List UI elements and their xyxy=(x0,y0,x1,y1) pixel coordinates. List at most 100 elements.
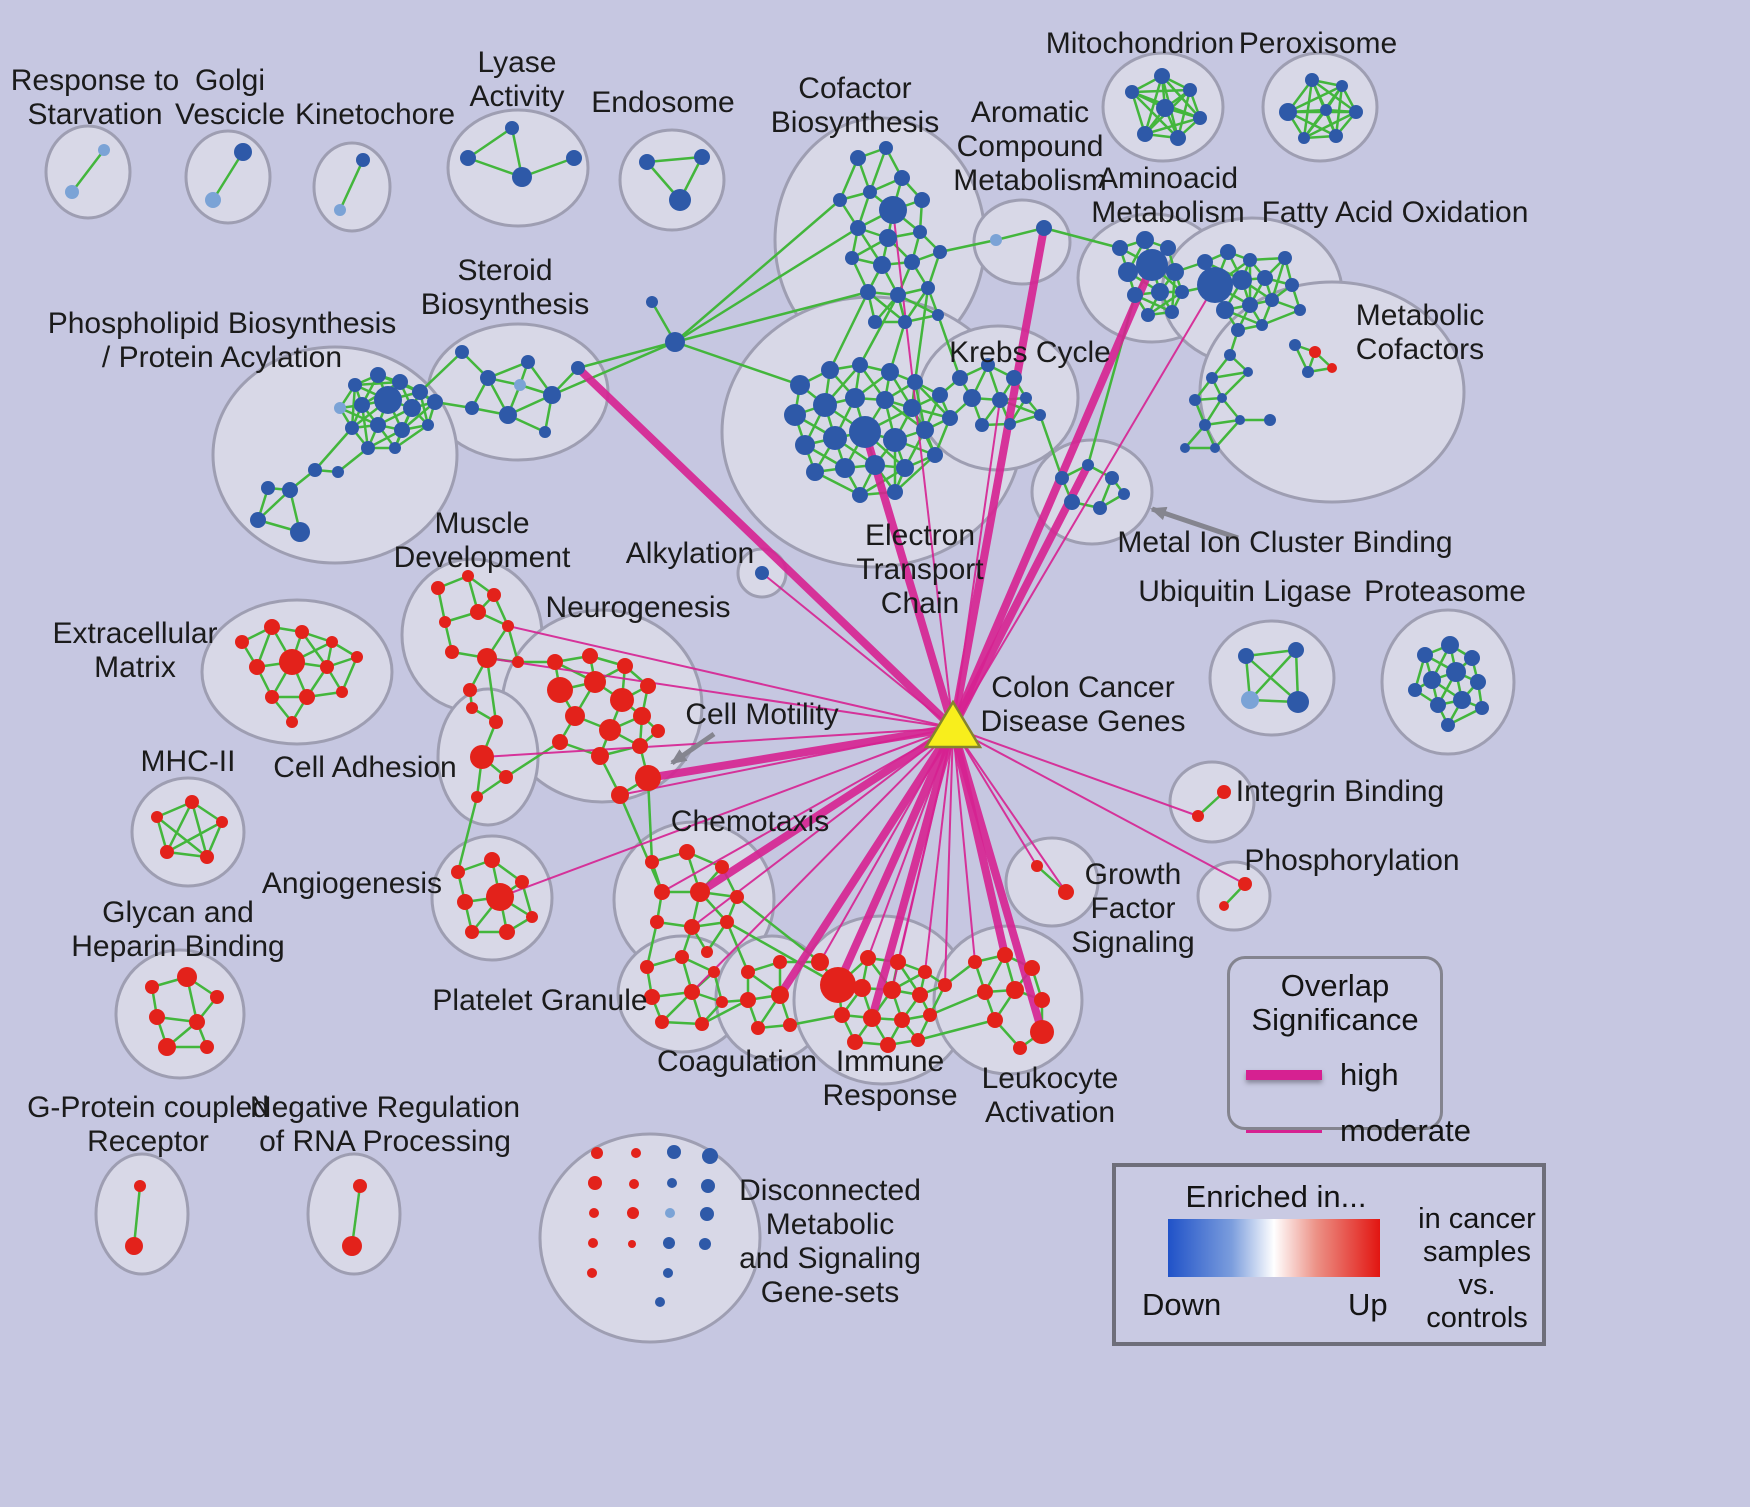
gene-set-node[interactable] xyxy=(439,616,451,628)
gene-set-node[interactable] xyxy=(868,315,882,329)
gene-set-node[interactable] xyxy=(845,251,859,265)
gene-set-node[interactable] xyxy=(611,786,629,804)
gene-set-node[interactable] xyxy=(1105,471,1119,485)
gene-set-node[interactable] xyxy=(526,911,538,923)
gene-set-node[interactable] xyxy=(639,154,655,170)
gene-set-node[interactable] xyxy=(852,487,868,503)
gene-set-node[interactable] xyxy=(1256,319,1268,331)
gene-set-node[interactable] xyxy=(591,1147,603,1159)
gene-set-node[interactable] xyxy=(394,422,410,438)
gene-set-node[interactable] xyxy=(813,393,837,417)
gene-set-node[interactable] xyxy=(850,220,866,236)
gene-set-node[interactable] xyxy=(1020,392,1032,404)
gene-set-node[interactable] xyxy=(351,651,363,663)
gene-set-node[interactable] xyxy=(1220,244,1236,260)
gene-set-node[interactable] xyxy=(539,426,551,438)
gene-set-node[interactable] xyxy=(633,707,651,725)
gene-set-node[interactable] xyxy=(663,1237,675,1249)
gene-set-node[interactable] xyxy=(1217,785,1231,799)
gene-set-node[interactable] xyxy=(515,875,529,889)
gene-set-node[interactable] xyxy=(1430,697,1446,713)
gene-set-node[interactable] xyxy=(345,421,359,435)
gene-set-node[interactable] xyxy=(403,399,421,417)
gene-set-node[interactable] xyxy=(134,1180,146,1192)
gene-set-node[interactable] xyxy=(1024,960,1040,976)
gene-set-node[interactable] xyxy=(880,1037,896,1053)
gene-set-node[interactable] xyxy=(514,379,526,391)
gene-set-node[interactable] xyxy=(852,357,868,373)
gene-set-node[interactable] xyxy=(1093,501,1107,515)
gene-set-node[interactable] xyxy=(1055,471,1069,485)
gene-set-node[interactable] xyxy=(1216,301,1234,319)
gene-set-node[interactable] xyxy=(1136,249,1168,281)
gene-set-node[interactable] xyxy=(898,315,912,329)
gene-set-node[interactable] xyxy=(477,648,497,668)
gene-set-node[interactable] xyxy=(1154,68,1170,84)
gene-set-node[interactable] xyxy=(320,660,334,674)
gene-set-node[interactable] xyxy=(1441,636,1459,654)
gene-set-node[interactable] xyxy=(635,765,661,791)
gene-set-node[interactable] xyxy=(210,990,224,1004)
gene-set-node[interactable] xyxy=(480,370,496,386)
gene-set-node[interactable] xyxy=(200,1040,214,1054)
gene-set-node[interactable] xyxy=(334,402,346,414)
gene-set-node[interactable] xyxy=(1137,126,1153,142)
gene-set-node[interactable] xyxy=(701,1179,715,1193)
gene-set-node[interactable] xyxy=(264,619,280,635)
gene-set-node[interactable] xyxy=(1289,339,1301,351)
gene-set-node[interactable] xyxy=(669,189,691,211)
gene-set-node[interactable] xyxy=(470,745,494,769)
gene-set-node[interactable] xyxy=(463,683,477,697)
gene-set-node[interactable] xyxy=(332,466,344,478)
gene-set-node[interactable] xyxy=(412,384,428,400)
gene-set-node[interactable] xyxy=(1241,691,1259,709)
gene-set-node[interactable] xyxy=(1006,981,1024,999)
gene-set-node[interactable] xyxy=(701,946,713,958)
gene-set-node[interactable] xyxy=(566,150,582,166)
gene-set-node[interactable] xyxy=(200,850,214,864)
gene-set-node[interactable] xyxy=(502,620,514,632)
gene-set-node[interactable] xyxy=(834,1007,850,1023)
gene-set-node[interactable] xyxy=(784,404,806,426)
gene-set-node[interactable] xyxy=(932,387,948,403)
gene-set-node[interactable] xyxy=(1287,691,1309,713)
gene-set-node[interactable] xyxy=(975,418,989,432)
gene-set-node[interactable] xyxy=(189,1014,205,1030)
gene-set-node[interactable] xyxy=(811,953,829,971)
gene-set-node[interactable] xyxy=(249,659,265,675)
gene-set-node[interactable] xyxy=(977,984,993,1000)
gene-set-node[interactable] xyxy=(98,144,110,156)
gene-set-node[interactable] xyxy=(968,955,982,969)
gene-set-node[interactable] xyxy=(795,435,815,455)
gene-set-node[interactable] xyxy=(1238,648,1254,664)
gene-set-node[interactable] xyxy=(1242,297,1258,313)
gene-set-node[interactable] xyxy=(1141,308,1155,322)
gene-set-node[interactable] xyxy=(1475,701,1489,715)
gene-set-node[interactable] xyxy=(720,915,734,929)
gene-set-node[interactable] xyxy=(308,463,322,477)
gene-set-node[interactable] xyxy=(427,394,443,410)
gene-set-node[interactable] xyxy=(903,399,921,417)
gene-set-node[interactable] xyxy=(773,955,787,969)
gene-set-node[interactable] xyxy=(629,1179,639,1189)
gene-set-node[interactable] xyxy=(282,482,298,498)
gene-set-node[interactable] xyxy=(1294,304,1306,316)
gene-set-node[interactable] xyxy=(1257,270,1273,286)
gene-set-node[interactable] xyxy=(790,375,810,395)
gene-set-node[interactable] xyxy=(997,947,1013,963)
gene-set-node[interactable] xyxy=(499,924,515,940)
gene-set-node[interactable] xyxy=(879,229,897,247)
gene-set-node[interactable] xyxy=(1165,305,1179,319)
gene-set-node[interactable] xyxy=(149,1009,165,1025)
gene-set-node[interactable] xyxy=(1183,83,1197,97)
gene-set-node[interactable] xyxy=(250,512,266,528)
gene-set-node[interactable] xyxy=(1112,240,1128,256)
gene-set-node[interactable] xyxy=(927,447,943,463)
gene-set-node[interactable] xyxy=(455,345,469,359)
gene-set-node[interactable] xyxy=(265,690,279,704)
gene-set-node[interactable] xyxy=(1243,253,1257,267)
gene-set-node[interactable] xyxy=(896,459,914,477)
gene-set-node[interactable] xyxy=(571,361,585,375)
gene-set-node[interactable] xyxy=(699,1238,711,1250)
gene-set-node[interactable] xyxy=(591,747,609,765)
